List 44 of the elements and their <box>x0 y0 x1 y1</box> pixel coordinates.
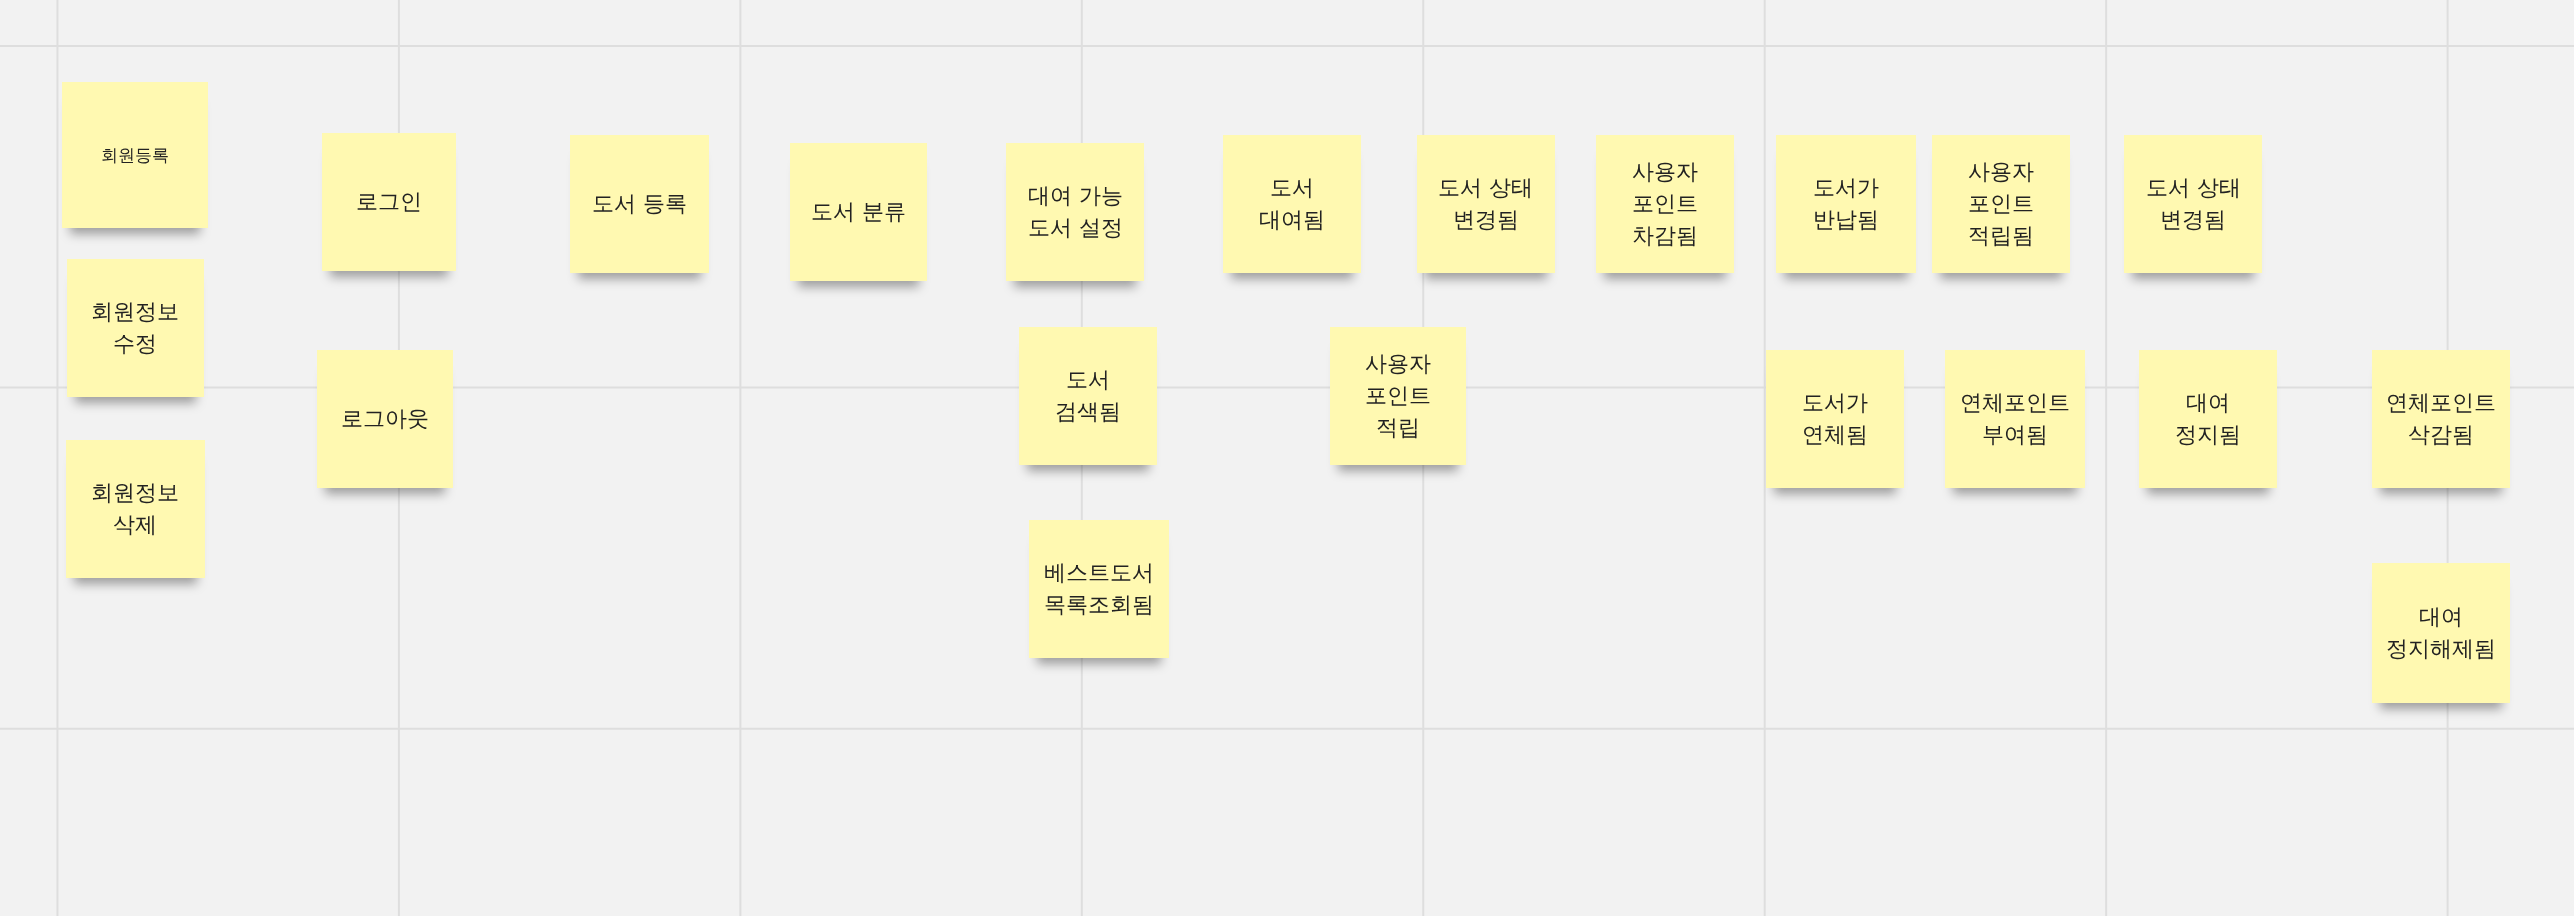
note-text: 회원등록 <box>100 143 171 167</box>
sticky-note <box>1595 134 1734 273</box>
sticky-note <box>2124 134 2263 273</box>
note-text: 도서 검색됨 <box>1054 365 1123 426</box>
note-text: 로그인 <box>355 187 424 216</box>
note-text: 연체포인트 부여됨 <box>1959 388 2072 449</box>
note-text: 사용자 포인트 적립 <box>1363 349 1432 442</box>
sticky-note <box>569 134 710 273</box>
note-text: 도서 상태 변경됨 <box>1437 173 1535 234</box>
note-text: 도서가 반납됨 <box>1811 173 1880 234</box>
sticky-note <box>1416 134 1555 273</box>
sticky-note <box>1776 134 1916 273</box>
sticky-note <box>1329 326 1466 465</box>
sticky-note <box>1019 326 1158 465</box>
note-text: 도서 등록 <box>590 189 688 218</box>
note-text: 도서가 연체됨 <box>1801 388 1870 449</box>
sticky-note <box>321 132 457 271</box>
note-text: 대여 정지해제됨 <box>2385 602 2497 663</box>
sticky-note <box>2372 563 2510 703</box>
sticky-note <box>1945 349 2085 488</box>
note-text: 회원정보 수정 <box>90 298 181 359</box>
note-text: 사용자 포인트 적립됨 <box>1967 157 2036 250</box>
note-text: 회원정보 삭제 <box>90 479 181 539</box>
note-text: 로그아웃 <box>339 404 430 433</box>
sticky-note <box>1222 134 1361 273</box>
sticky-note <box>1766 349 1905 488</box>
sticky-note <box>1029 520 1169 659</box>
note-text: 연체포인트 삭감됨 <box>2385 388 2497 449</box>
note-text: 도서 분류 <box>810 197 908 226</box>
sticky-note <box>67 259 204 398</box>
note-text: 대여 가능 도서 설정 <box>1026 181 1124 242</box>
sticky-note <box>789 142 928 281</box>
note-text: 베스트도서 목록조회됨 <box>1043 559 1156 620</box>
sticky-note <box>2372 349 2510 488</box>
note-text: 도서 대여됨 <box>1257 173 1326 234</box>
sticky-note <box>62 82 209 229</box>
note-text: 도서 상태 변경됨 <box>2144 173 2242 234</box>
note-text: 대여 정지됨 <box>2173 388 2242 449</box>
note-text: 사용자 포인트 차감됨 <box>1630 157 1699 250</box>
sticky-note <box>316 349 454 488</box>
sticky-note <box>1932 134 2071 273</box>
sticky-note <box>2138 349 2277 488</box>
sticky-note <box>65 439 206 578</box>
sticky-note <box>1006 142 1145 281</box>
